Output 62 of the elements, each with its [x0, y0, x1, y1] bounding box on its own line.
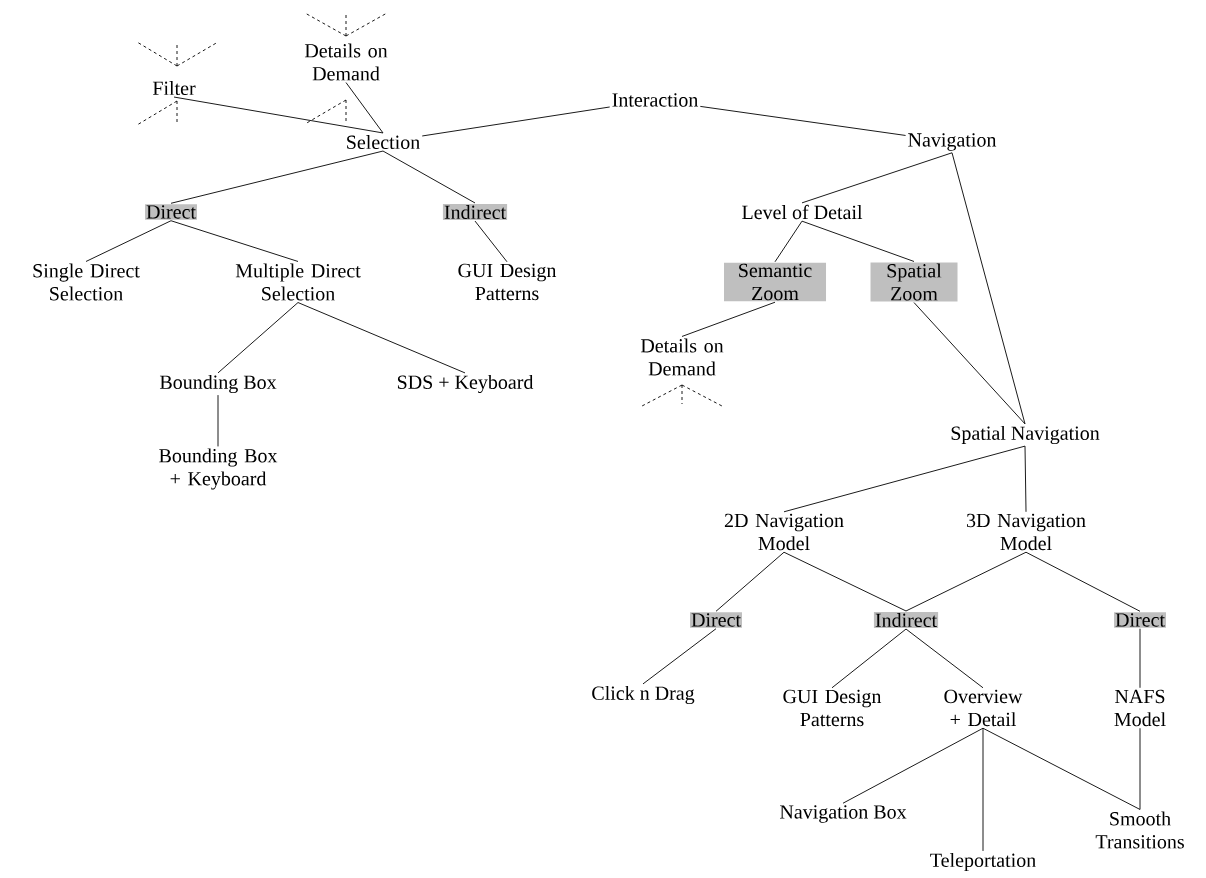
tree-line — [173, 96, 384, 134]
node-label: 2D Navigation Model — [724, 513, 844, 551]
tree-line — [170, 150, 384, 204]
tree-line — [170, 220, 299, 262]
tree-line — [345, 82, 384, 134]
node-label: Bounding Box + Keyboard — [159, 448, 278, 490]
tree-line — [905, 628, 984, 689]
tree-line — [642, 628, 717, 685]
node-label: SDS + Keyboard — [397, 374, 534, 394]
tree-line — [801, 220, 915, 262]
highlighted-label: Indirect — [873, 611, 939, 629]
tree-line — [801, 152, 953, 204]
tree-line — [842, 727, 984, 804]
tree-line — [382, 150, 476, 204]
highlighted-label: Direct — [145, 204, 197, 220]
tree-line — [783, 445, 1026, 513]
tree-line — [913, 302, 1026, 425]
tree-line — [85, 220, 172, 262]
node-label: GUI Design Patterns — [783, 689, 882, 727]
tree-line — [421, 106, 611, 137]
node-label: Interaction — [612, 93, 699, 107]
tree-line — [783, 551, 907, 612]
tree-line — [297, 302, 466, 374]
tree-line — [699, 105, 907, 136]
highlighted-label: Spatial Zoom — [870, 262, 958, 302]
node-label: Navigation — [908, 133, 997, 151]
tree-line — [474, 220, 508, 263]
node-label: Bounding Box — [159, 374, 277, 394]
node-label: Overview + Detail — [944, 689, 1023, 727]
node-label: Selection — [347, 134, 420, 150]
highlighted-label: Indirect — [442, 203, 508, 221]
tree-line — [982, 727, 1141, 810]
tree-line — [774, 220, 803, 263]
highlighted-label: Semantic Zoom — [724, 262, 826, 302]
node-label: NAFS Model — [1114, 689, 1166, 727]
highlighted-label: Direct — [690, 612, 742, 628]
tree-line — [831, 628, 907, 689]
tree-line — [1139, 727, 1141, 810]
node-label: Teleportation — [930, 852, 1036, 872]
tree-line — [715, 551, 785, 612]
tree-line — [951, 152, 1026, 425]
node-label: Click n Drag — [592, 685, 695, 705]
tree-line — [1024, 445, 1027, 513]
node-label: Details on Demand — [640, 338, 724, 376]
node-label: Single Direct Selection — [33, 263, 140, 301]
node-label: 3D Navigation Model — [967, 513, 1086, 551]
tree-line — [217, 394, 219, 447]
tree-line — [905, 551, 1027, 612]
node-label: Filter — [152, 80, 196, 96]
node-label: Multiple Direct Selection — [235, 263, 361, 301]
node-label: Navigation Box — [780, 805, 907, 823]
node-label: Level of Detail — [742, 204, 863, 220]
tree-line — [1025, 551, 1141, 612]
tree-line — [1139, 628, 1141, 689]
tree-line — [681, 301, 776, 337]
node-label: Details on Demand — [304, 43, 388, 81]
highlighted-label: Direct — [1114, 612, 1166, 628]
tree-line — [217, 302, 299, 374]
node-label: Smooth Transitions — [1095, 811, 1184, 849]
tree-line — [982, 727, 984, 852]
node-label: GUI Design Patterns — [458, 263, 557, 301]
node-label: Spatial Navigation — [951, 425, 1100, 445]
